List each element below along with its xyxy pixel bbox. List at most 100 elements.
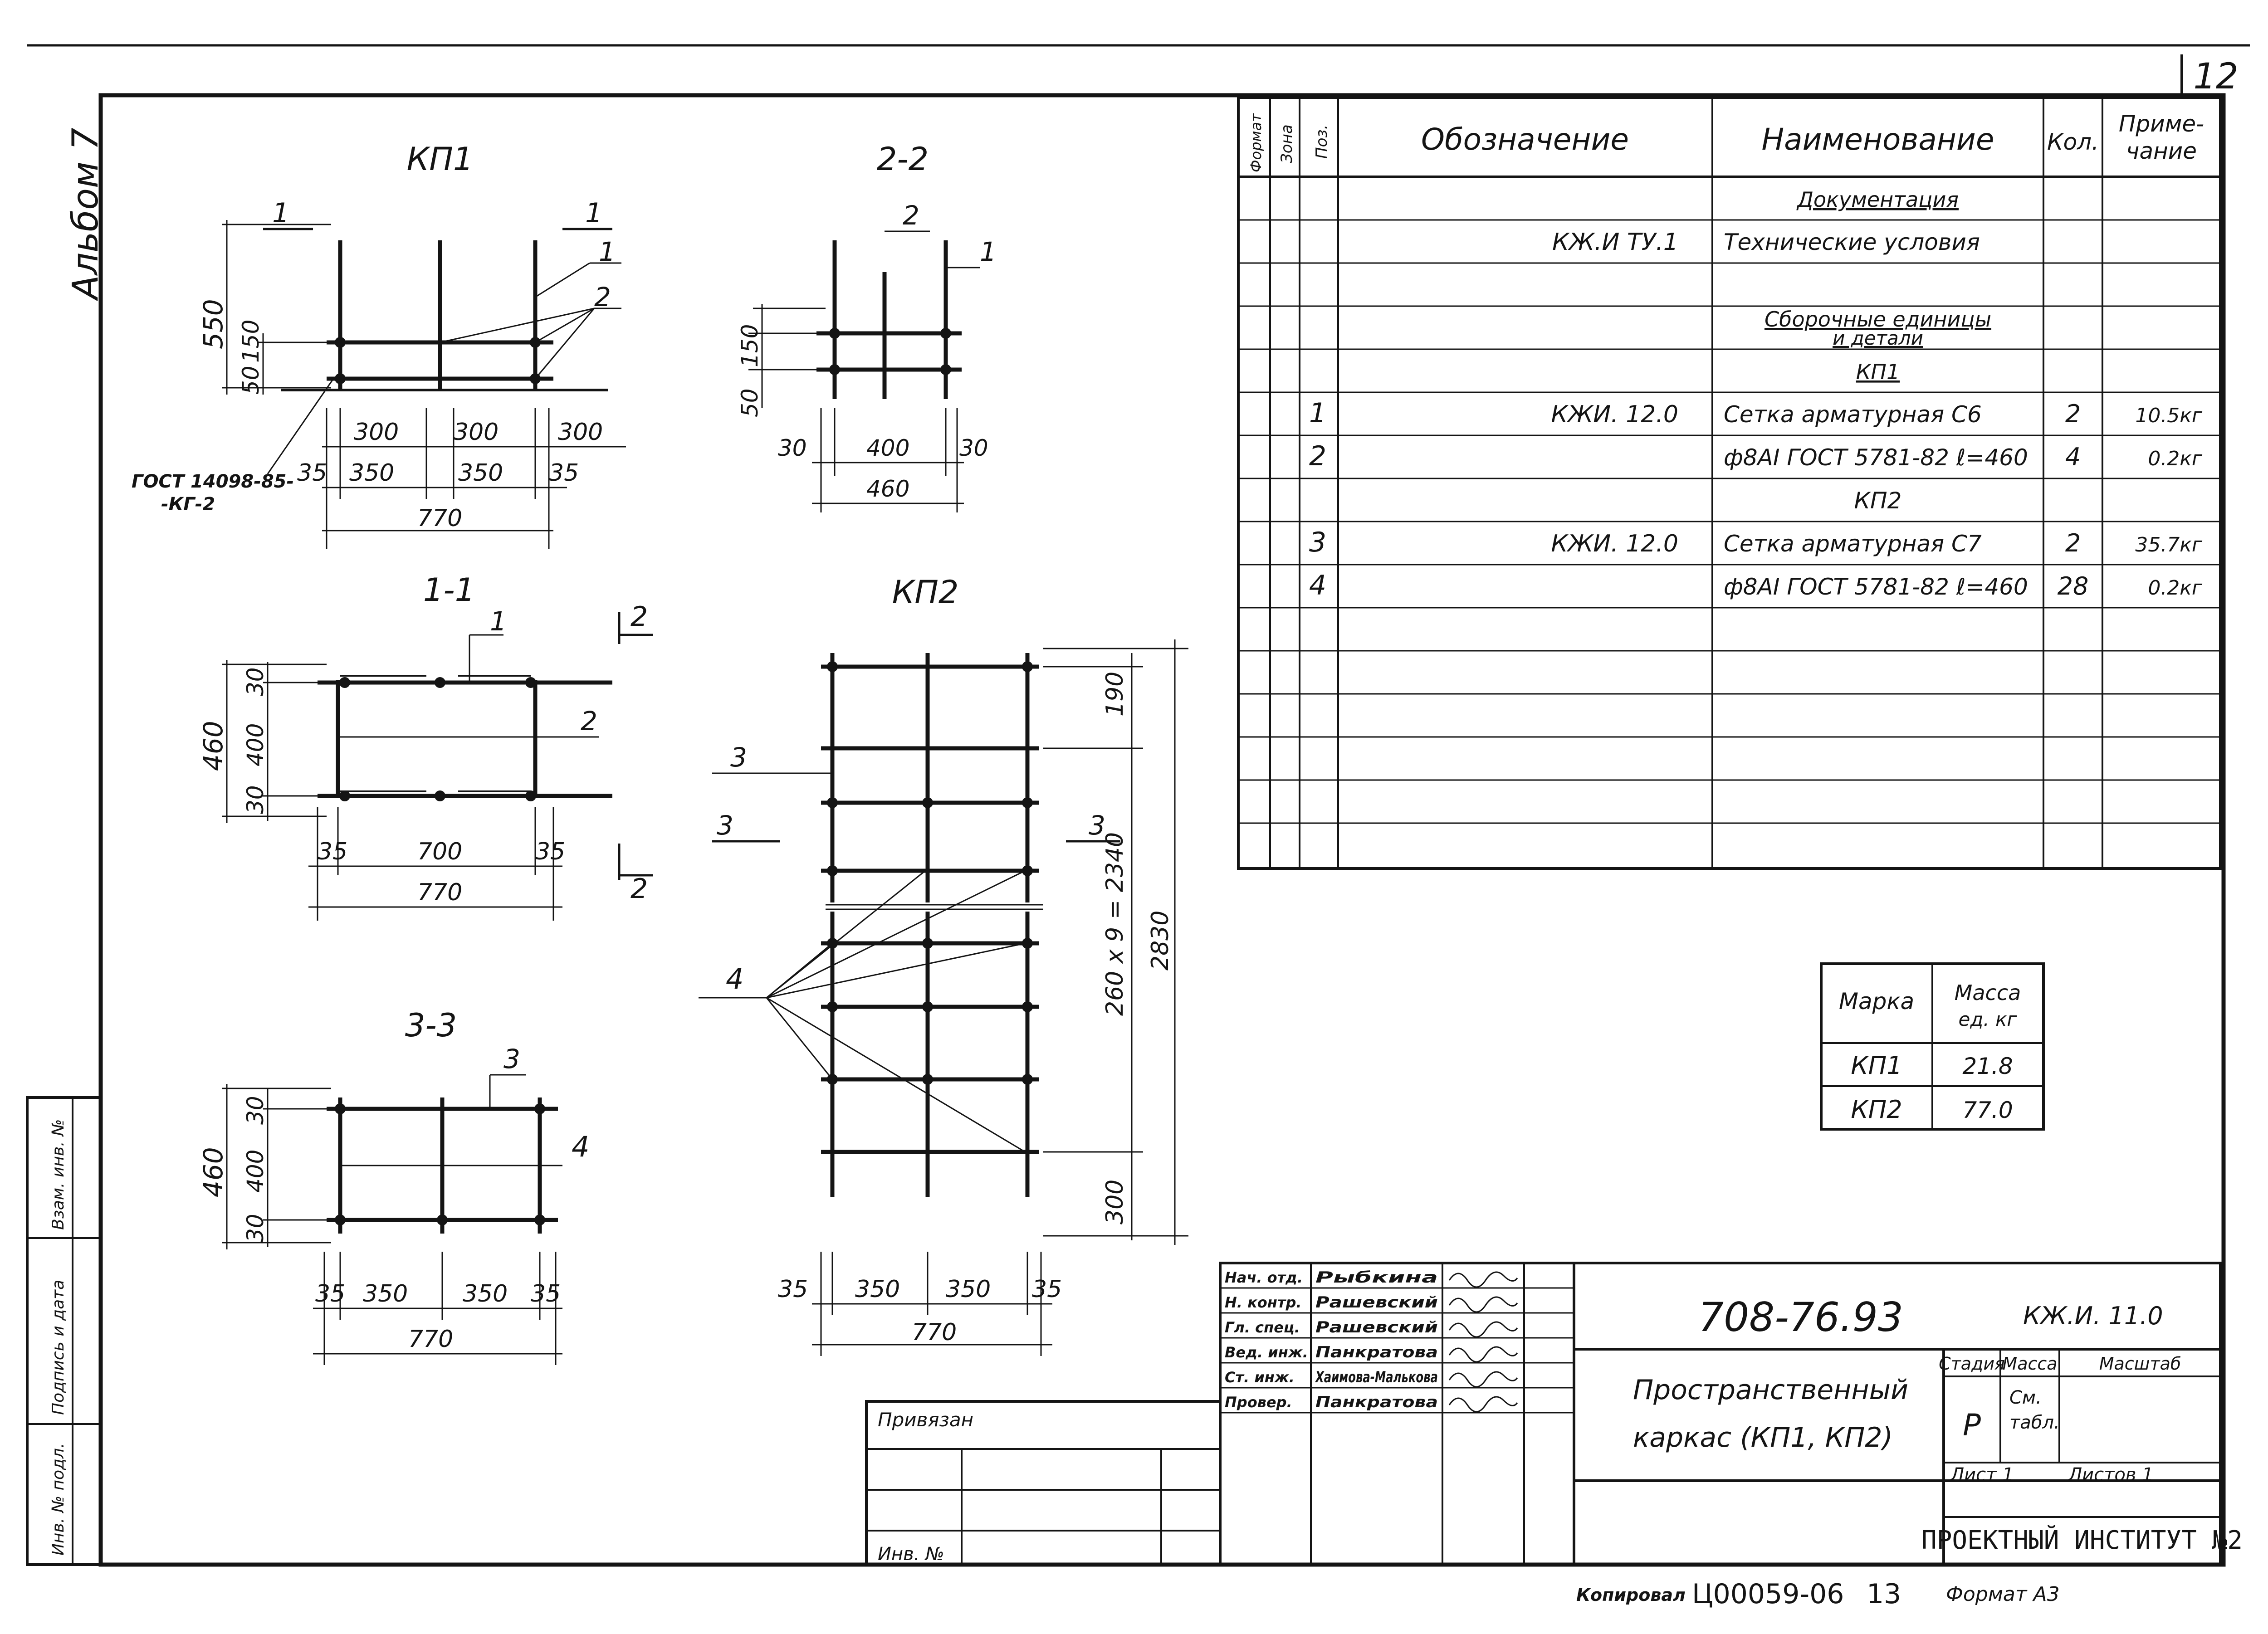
stage-label: Стадия	[1939, 1354, 2005, 1374]
section-1-1-dim-2: 700	[417, 838, 462, 865]
kp1-height-550: 550	[198, 299, 229, 349]
spec-row: КП2	[1854, 488, 1902, 514]
section-1-1-height-460: 460	[198, 721, 229, 771]
section-1-1-height-30-top: 30	[242, 667, 269, 696]
rebar-dot	[827, 661, 838, 672]
signature-scribble-icon	[1448, 1371, 1518, 1388]
signature-row: Ст. инж.Хаимова-Малькова	[1225, 1368, 1518, 1388]
section-1-1-pos-2: 2	[581, 706, 597, 737]
rebar-dot	[827, 865, 838, 876]
rebar-dot	[922, 797, 933, 808]
kp2-cut-left: 3	[717, 810, 733, 841]
mass-label: Масса	[2002, 1354, 2057, 1374]
kp2-dim-total: 770	[912, 1319, 957, 1346]
spec-cell-name: ф8АI ГОСТ 5781-82 ℓ=460	[1724, 444, 2028, 471]
kp2-dim-bottom-1: 35	[778, 1276, 808, 1303]
mass-table: Марка Масса ед. кг КП1 21.8 КП2 77.0	[1820, 962, 2045, 1131]
kp1-dim-top-2: 300	[454, 419, 499, 446]
kp2-dim-190: 190	[1101, 672, 1129, 717]
section-3-3-dim-2: 350	[363, 1280, 408, 1307]
section-3-3-height-30-top: 30	[242, 1096, 269, 1125]
spec-header-name: Наименование	[1762, 122, 1994, 157]
section-1-1-cut-bottom: 2	[631, 873, 648, 905]
kp1-dim-mid-2: 350	[349, 459, 394, 487]
spec-cell-name-line2: и детали	[1833, 327, 1923, 349]
spec-row: Документация	[1796, 187, 1959, 212]
doc-code: КЖ.И. 11.0	[2023, 1302, 2163, 1330]
spec-cell-name: Сетка арматурная С6	[1724, 401, 1982, 428]
signature-role: Нач. отд.	[1225, 1269, 1303, 1286]
kp2-dim-bottom-4: 35	[1032, 1276, 1062, 1303]
spec-row: КП1	[1856, 360, 1900, 384]
spec-cell-pos: 3	[1309, 527, 1326, 558]
spec-cell-pos: 4	[1309, 570, 1326, 601]
section-2-2-pos-2: 2	[903, 200, 919, 231]
section-1-1-title: 1-1	[423, 571, 475, 609]
section-2-2-height-50: 50	[737, 388, 763, 417]
stage-value: Р	[1963, 1408, 1981, 1443]
section-2-2-dim-3: 30	[959, 435, 988, 461]
signature-row: Вед. инж. Панкратова	[1225, 1343, 1518, 1363]
kp1-dim-mid-1: 35	[297, 459, 327, 487]
inv-no-label: Инв. №	[878, 1544, 944, 1565]
signature-role: Ст. инж.	[1225, 1369, 1295, 1386]
section-2-2-dim-1: 30	[778, 435, 807, 461]
doc-number: 708-76.93	[1698, 1294, 1903, 1341]
section-2-2-height-150: 150	[737, 324, 763, 367]
view-section-1-1: 1-1 1 2 2 2 460 30 400 30	[198, 571, 653, 921]
section-1-1-cut-top: 2	[631, 601, 648, 633]
section-2-2-pos-1: 1	[980, 236, 997, 267]
spec-cell-name: ф8АI ГОСТ 5781-82 ℓ=460	[1724, 574, 2028, 600]
kp2-dim-2830: 2830	[1147, 911, 1174, 971]
signature-lines	[1220, 1287, 1574, 1414]
spec-header-qty: Кол.	[2047, 129, 2099, 155]
mass-header-mass-l2: ед. кг	[1958, 1008, 2017, 1030]
spec-cell-name: Технические условия	[1724, 229, 1980, 255]
spec-cell-name: КП2	[1854, 488, 1902, 514]
signature-name: Рыбкина	[1315, 1268, 1438, 1287]
section-1-1-dim-total: 770	[417, 879, 462, 906]
kp1-gost-line2: -КГ-2	[161, 494, 215, 515]
mass-row-1-mark: КП1	[1851, 1051, 1902, 1080]
spec-cell-note: 10.5кг	[2135, 404, 2203, 427]
section-1-1-dim-3: 35	[535, 838, 565, 865]
kp1-cut-right: 1	[585, 197, 602, 229]
section-2-2-dim-total: 460	[866, 476, 909, 502]
spec-cell-pos: 1	[1309, 397, 1326, 429]
signature-name: Рашевский	[1315, 1293, 1438, 1312]
side-inv-podl: Инв. № подл.	[49, 1443, 68, 1556]
rebar-dot	[1022, 938, 1033, 949]
kp1-dim-mid-3: 350	[458, 459, 503, 487]
section-3-3-pos-3: 3	[503, 1044, 520, 1074]
spec-header-format: Формат	[1247, 113, 1265, 172]
signature-name: Панкратова	[1315, 1343, 1438, 1361]
organization: ПРОЕКТНЫЙ ИНСТИТУТ №2	[1921, 1525, 2243, 1555]
spec-cell-qty: 2	[2065, 400, 2081, 428]
spec-header-zone: Зона	[1278, 124, 1296, 163]
rebar-dot	[1022, 661, 1033, 672]
spec-cell-name: Сборочные единицы	[1765, 307, 1991, 332]
spec-cell-designation: КЖИ. 12.0	[1551, 530, 1678, 557]
section-1-1-height-30-bottom: 30	[242, 785, 269, 814]
page-number-box: 12	[2180, 54, 2239, 97]
spec-header-note-l2: чание	[2126, 138, 2197, 164]
spec-cell-qty: 4	[2065, 443, 2081, 471]
copy-code: Ц00059-06	[1692, 1578, 1844, 1610]
section-3-3-dim-1: 35	[315, 1280, 345, 1307]
section-3-3-height-460: 460	[198, 1147, 229, 1197]
kp1-gost-line1: ГОСТ 14098-85-	[132, 471, 294, 492]
kp1-pos-1: 1	[599, 236, 616, 267]
mass-header-mark: Марка	[1839, 988, 1914, 1015]
spec-header-note-l1: Приме-	[2119, 111, 2204, 137]
view-section-2-2: 2-2 2 1 150 50 30 400 30 460	[737, 141, 997, 512]
section-3-3-height-400: 400	[242, 1150, 269, 1193]
signature-role: Н. контр.	[1225, 1294, 1302, 1311]
kp1-dim-top-3: 300	[558, 419, 603, 446]
signature-role: Вед. инж.	[1225, 1344, 1308, 1361]
kp1-dim-mid-4: 35	[549, 459, 579, 487]
